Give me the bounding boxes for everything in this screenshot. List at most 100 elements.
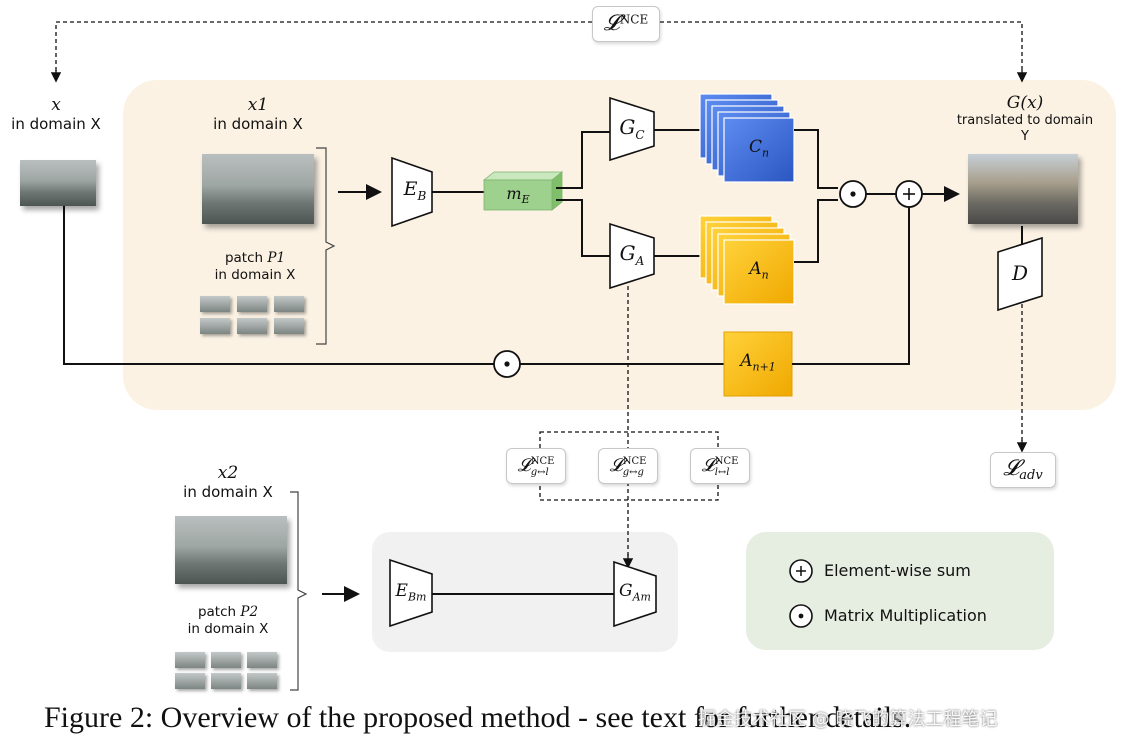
output-gx-domain: Y: [1021, 129, 1029, 144]
x2-bracket: [290, 491, 308, 691]
input-x2-var: x2: [217, 463, 239, 483]
encoder-eb-label: EB: [398, 180, 432, 206]
attention-an-label: An: [724, 260, 794, 284]
attention-an1-shape: [723, 331, 793, 397]
an-sub: n: [761, 268, 769, 282]
output-gx-var: G(x): [1006, 93, 1044, 113]
an-base: A: [749, 259, 762, 279]
generator-ga-shape: [609, 222, 655, 290]
loss-sup: NCE: [619, 12, 649, 27]
legend-sum-text: Element-wise sum: [824, 561, 971, 580]
legend-panel: [746, 532, 1054, 650]
generator-ga-label: GA: [612, 241, 652, 271]
adv-sub: adv: [1019, 468, 1043, 484]
patch-p2-var: P2: [240, 604, 259, 620]
an1-sub: n+1: [752, 360, 776, 374]
cn-base: C: [748, 137, 762, 157]
output-gx-label: G(x) translated to domain Y: [940, 94, 1110, 145]
generator-gc-label: GC: [612, 115, 652, 145]
generator-gam-shape: [613, 560, 657, 628]
patch-p2-label: patch P2 in domain X: [166, 604, 290, 638]
gc-base: G: [619, 115, 636, 139]
generator-gc-shape: [609, 96, 655, 162]
content-cn-label: Cn: [724, 138, 794, 162]
patch-tile: [237, 318, 267, 334]
input-x2-domain: in domain X: [183, 483, 273, 501]
input-x1-image: [202, 154, 314, 224]
ebm-base: E: [395, 581, 408, 601]
nce-gg-sup: NCE: [622, 455, 647, 467]
patch-p1-label: patch P1 in domain X: [190, 250, 320, 284]
figure-caption: Figure 2: Overview of the proposed metho…: [44, 701, 912, 734]
input-x1-label: x1 in domain X: [198, 96, 318, 134]
adv-symbol: 𝓛: [1003, 456, 1020, 481]
ga-sub: A: [635, 254, 645, 268]
nce-gg-symbol: 𝓛: [609, 455, 623, 476]
nce-gl-sup: NCE: [530, 455, 555, 467]
patch-p1-var: P1: [267, 250, 286, 266]
ebm-sub: Bm: [407, 590, 427, 604]
patch-tile: [200, 318, 230, 334]
cn-sub: n: [761, 146, 770, 160]
eb-base: E: [403, 178, 418, 200]
patch-tile: [237, 296, 267, 312]
input-x-label: x in domain X: [0, 96, 112, 134]
input-x1-var: x1: [247, 95, 269, 115]
input-x2-label: x2 in domain X: [168, 464, 288, 502]
patch-p1-domain: in domain X: [214, 267, 296, 283]
input-x-domain: in domain X: [11, 115, 101, 133]
patch-tile: [274, 318, 304, 334]
patch-p2-text: patch: [197, 604, 241, 620]
nce-loss-top: 𝓛NCE: [592, 6, 660, 42]
input-x1-domain: in domain X: [213, 115, 303, 133]
feature-me-shape: [483, 179, 553, 211]
watermark-text: 掘金技术社区 @ 晓飞的算法工程笔记: [698, 709, 998, 730]
encoder-ebm-shape: [389, 558, 433, 628]
patch-tile: [211, 652, 241, 668]
legend-mult-text: Matrix Multiplication: [824, 606, 987, 625]
me-base: m: [506, 184, 522, 203]
content-cn-shape: [723, 117, 795, 183]
patch-tile: [175, 652, 205, 668]
nce-gg-sub: g↔g: [622, 466, 644, 478]
patch-p1-text: patch: [224, 250, 268, 266]
me-sub: E: [521, 193, 530, 207]
patch-tile: [175, 673, 205, 689]
nce-ll-symbol: 𝓛: [701, 455, 715, 476]
patch-tile: [247, 673, 277, 689]
patch-tile: [247, 652, 277, 668]
patch-p2-domain: in domain X: [187, 621, 269, 637]
loss-symbol: 𝓛: [603, 11, 620, 36]
eb-sub: B: [417, 188, 427, 203]
output-gx-desc: translated to domain: [956, 113, 1094, 128]
nce-gl-sub: g↔l: [530, 466, 549, 478]
gam-sub: Am: [632, 590, 651, 604]
patch-tile: [211, 673, 241, 689]
input-x2-image: [175, 516, 287, 584]
an1-base: A: [740, 351, 753, 371]
discriminator-label: D: [1011, 261, 1029, 285]
input-x-var: x: [51, 95, 61, 115]
gc-sub: C: [635, 128, 645, 142]
discriminator-shape: [997, 236, 1043, 312]
input-x-image: [20, 160, 96, 206]
patch-tile: [274, 296, 304, 312]
nce-ll-sub: l↔l: [714, 466, 730, 478]
output-gx-image: [968, 154, 1078, 224]
ga-base: G: [619, 241, 636, 265]
adversarial-loss: 𝓛adv: [990, 452, 1056, 488]
encoder-ebm-label: EBm: [390, 582, 432, 606]
feature-me-label: mE: [484, 184, 552, 209]
x1-bracket: [316, 147, 336, 345]
gam-base: G: [619, 581, 633, 601]
attention-an1-label: An+1: [724, 352, 792, 376]
generator-gam-label: GAm: [614, 582, 656, 606]
nce-ll-sup: NCE: [714, 455, 739, 467]
nce-loop-line: [55, 21, 1023, 78]
attention-an-shape: [723, 239, 795, 305]
encoder-eb-shape: [391, 156, 433, 228]
